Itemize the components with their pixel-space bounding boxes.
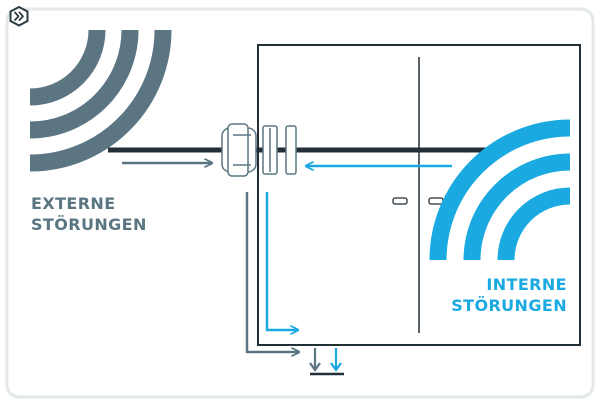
ground-symbol-icon — [309, 348, 344, 376]
double-chevron-right-icon[interactable] — [9, 5, 29, 27]
external-label-line2: STÖRUNGEN — [31, 215, 147, 234]
external-interference-label: EXTERNE STÖRUNGEN — [31, 193, 147, 235]
internal-interference-path — [265, 166, 452, 330]
external-label-line1: EXTERNE — [31, 194, 116, 213]
internal-label-line1: INTERNE — [486, 275, 567, 294]
internal-interference-waves — [429, 119, 571, 261]
external-interference-path — [122, 163, 299, 352]
control-cabinet — [257, 44, 581, 346]
cable-gland — [221, 123, 297, 177]
internal-interference-label: INTERNE STÖRUNGEN — [451, 274, 567, 316]
external-interference-waves — [29, 29, 172, 172]
outer-frame — [5, 7, 595, 399]
internal-label-line2: STÖRUNGEN — [451, 296, 567, 315]
door-handle-left — [392, 197, 408, 205]
